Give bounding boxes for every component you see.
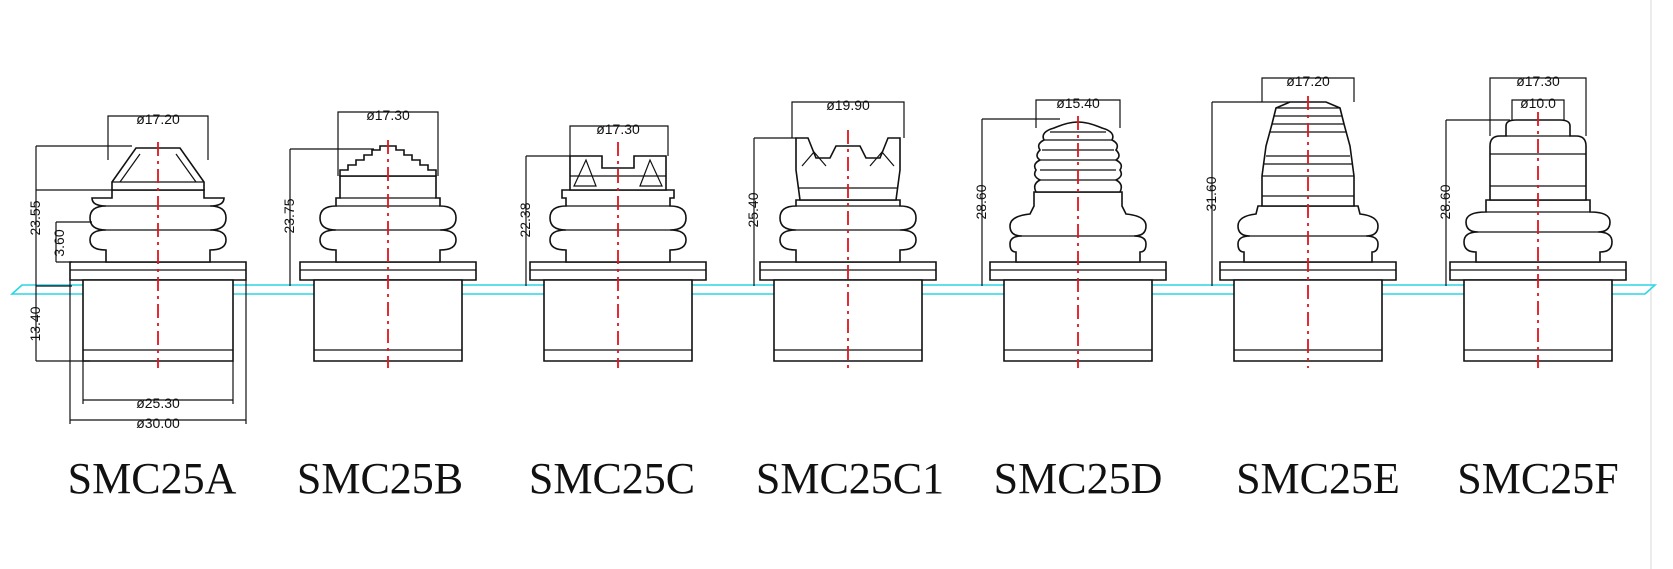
dims-smc25a (35, 115, 247, 424)
dim-label-top-d: ø15.40 (1056, 95, 1100, 111)
part-smc25c (529, 155, 707, 362)
dim-label-height-c1: 25.40 (745, 192, 761, 227)
model-label-smc25c1: SMC25C1 (756, 454, 944, 503)
dim-label-height-d: 28.60 (973, 184, 989, 219)
dim-height-smc25f (1445, 119, 1510, 286)
model-label-smc25f: SMC25F (1457, 454, 1618, 503)
dim-label-top-f: ø17.30 (1516, 73, 1560, 89)
model-label-smc25e: SMC25E (1236, 454, 1400, 503)
dim-top-smc25b (337, 111, 439, 176)
dim-inner-smc25f (1511, 99, 1565, 120)
dim-label-height-c: 22.38 (517, 202, 533, 237)
model-label-smc25b: SMC25B (297, 454, 463, 503)
dim-label-top-c1: ø19.90 (826, 97, 870, 113)
dim-label-top-a: ø17.20 (136, 111, 180, 127)
dim-top-smc25c1 (791, 101, 905, 138)
dim-top-smc25d (1035, 99, 1121, 128)
dim-top-smc25c (569, 125, 669, 156)
dim-label-top-e: ø17.20 (1286, 73, 1330, 89)
dim-top-smc25f (1489, 77, 1587, 136)
dim-label-extra-a-2: 13.40 (27, 306, 43, 341)
dim-height-smc25b (289, 148, 374, 286)
model-label-smc25c: SMC25C (529, 454, 695, 503)
dim-label-height-e: 31.60 (1203, 176, 1219, 211)
dim-height-smc25e (1211, 101, 1290, 286)
dim-label-height-a: 23.55 (27, 200, 43, 235)
dim-label-extra-a-1: 3.60 (51, 229, 67, 256)
dim-label-top-b: ø17.30 (366, 107, 410, 123)
dim-label-height-b: 23.75 (281, 198, 297, 233)
dim-label-extra-a-3: ø25.30 (136, 395, 180, 411)
dim-height-smc25c1 (753, 137, 796, 286)
dim-label-extra-a-4: ø30.00 (136, 415, 180, 431)
dim-top-smc25e (1261, 77, 1355, 102)
model-label-smc25a: SMC25A (68, 454, 237, 503)
dim-label-height-f: 28.60 (1437, 184, 1453, 219)
dim-height-smc25d (981, 118, 1060, 286)
dim-label-inner-f: ø10.0 (1520, 95, 1556, 111)
model-label-smc25d: SMC25D (994, 454, 1163, 503)
dim-label-top-c: ø17.30 (596, 121, 640, 137)
dim-height-smc25c (525, 155, 570, 286)
